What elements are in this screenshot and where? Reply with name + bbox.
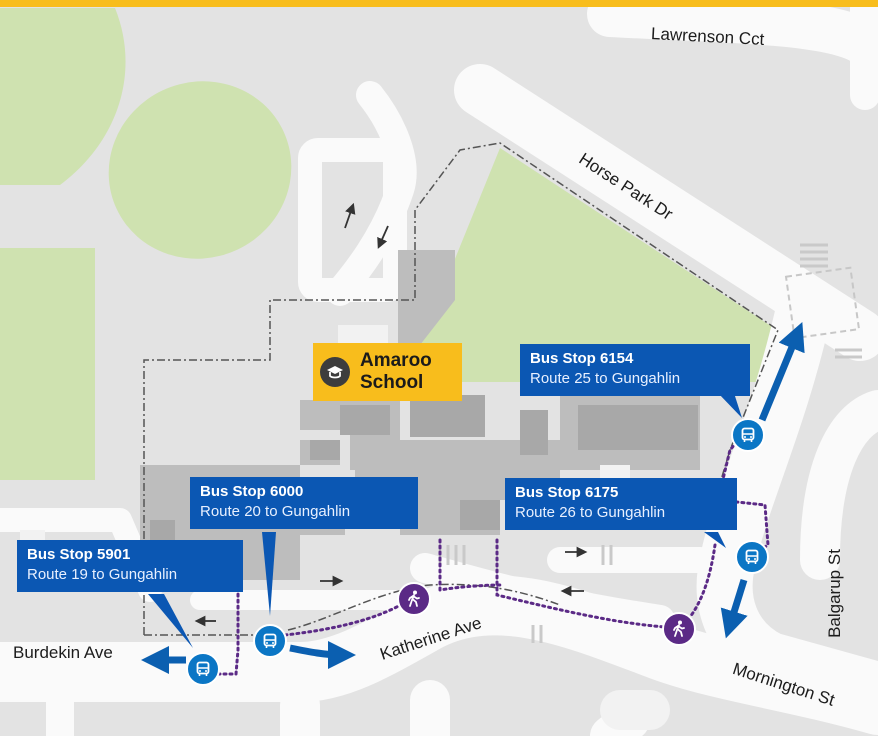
school-name-line1: Amaroo (360, 350, 432, 371)
pedestrian-icon[interactable] (397, 582, 431, 616)
bus-stop-6000-callout: Bus Stop 6000 Route 20 to Gungahlin (190, 477, 418, 529)
street-label-burdekin: Burdekin Ave (13, 643, 113, 662)
top-banner (0, 0, 878, 7)
street-label-balgarup: Balgarup St (824, 549, 844, 638)
bus-stop-title: Bus Stop 6175 (515, 484, 619, 501)
bus-stop-route: Route 26 to Gungahlin (515, 504, 666, 521)
bus-stop-route: Route 19 to Gungahlin (27, 566, 178, 583)
school-field (420, 148, 777, 382)
bus-icon[interactable] (731, 418, 765, 452)
school-name-line2: School (360, 372, 424, 393)
bus-direction-arrows (141, 322, 805, 674)
sports-oval (108, 81, 292, 259)
bus-stop-title: Bus Stop 6154 (530, 350, 634, 367)
bus-stop-route: Route 20 to Gungahlin (200, 503, 351, 520)
school-cap-icon (320, 357, 350, 387)
park-top-left (0, 8, 126, 185)
bus-icon[interactable] (186, 652, 220, 686)
bus-stop-6175-callout: Bus Stop 6175 Route 26 to Gungahlin (505, 478, 737, 530)
bus-stop-title: Bus Stop 5901 (27, 546, 131, 563)
bus-stop-5901-callout: Bus Stop 5901 Route 19 to Gungahlin (17, 540, 243, 592)
school-label: Amaroo School (313, 343, 462, 401)
bus-stop-route: Route 25 to Gungahlin (530, 370, 681, 387)
bus-stop-title: Bus Stop 6000 (200, 483, 304, 500)
bus-stop-6154-callout: Bus Stop 6154 Route 25 to Gungahlin (520, 344, 750, 396)
sports-field-left (0, 248, 95, 480)
bus-icon[interactable] (735, 540, 769, 574)
bus-icon[interactable] (253, 624, 287, 658)
pedestrian-icon[interactable] (662, 612, 696, 646)
